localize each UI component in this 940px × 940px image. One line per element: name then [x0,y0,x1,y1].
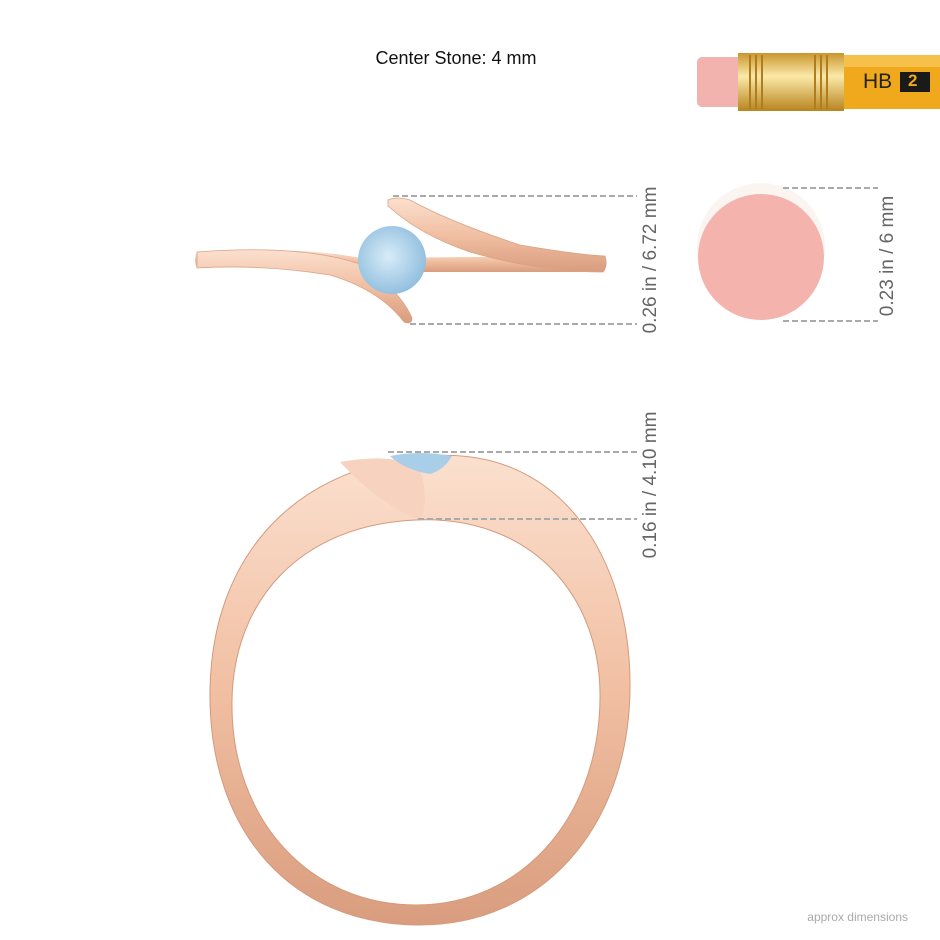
pencil-icon [697,53,940,111]
eraser-dimension-label: 0.23 in / 6 mm [877,195,898,317]
pencil-number-label: 2 [908,71,918,90]
eraser-top-view [697,183,825,320]
ring-side-view [209,453,631,926]
pencil-grade-label: HB [863,70,893,93]
ring-side-dimension-lines [388,451,637,520]
approx-dimensions-note: approx dimensions [807,910,908,924]
aquamarine-stone [358,226,426,294]
ring-top-view [195,197,607,324]
ring-top-dimension-lines [393,195,637,325]
eraser-dimension-lines [783,187,878,322]
ring-side-dimension-label: 0.16 in / 4.10 mm [640,411,661,559]
ring-top-dimension-label: 0.26 in / 6.72 mm [640,186,661,334]
page-title: Center Stone: 4 mm [375,48,537,68]
